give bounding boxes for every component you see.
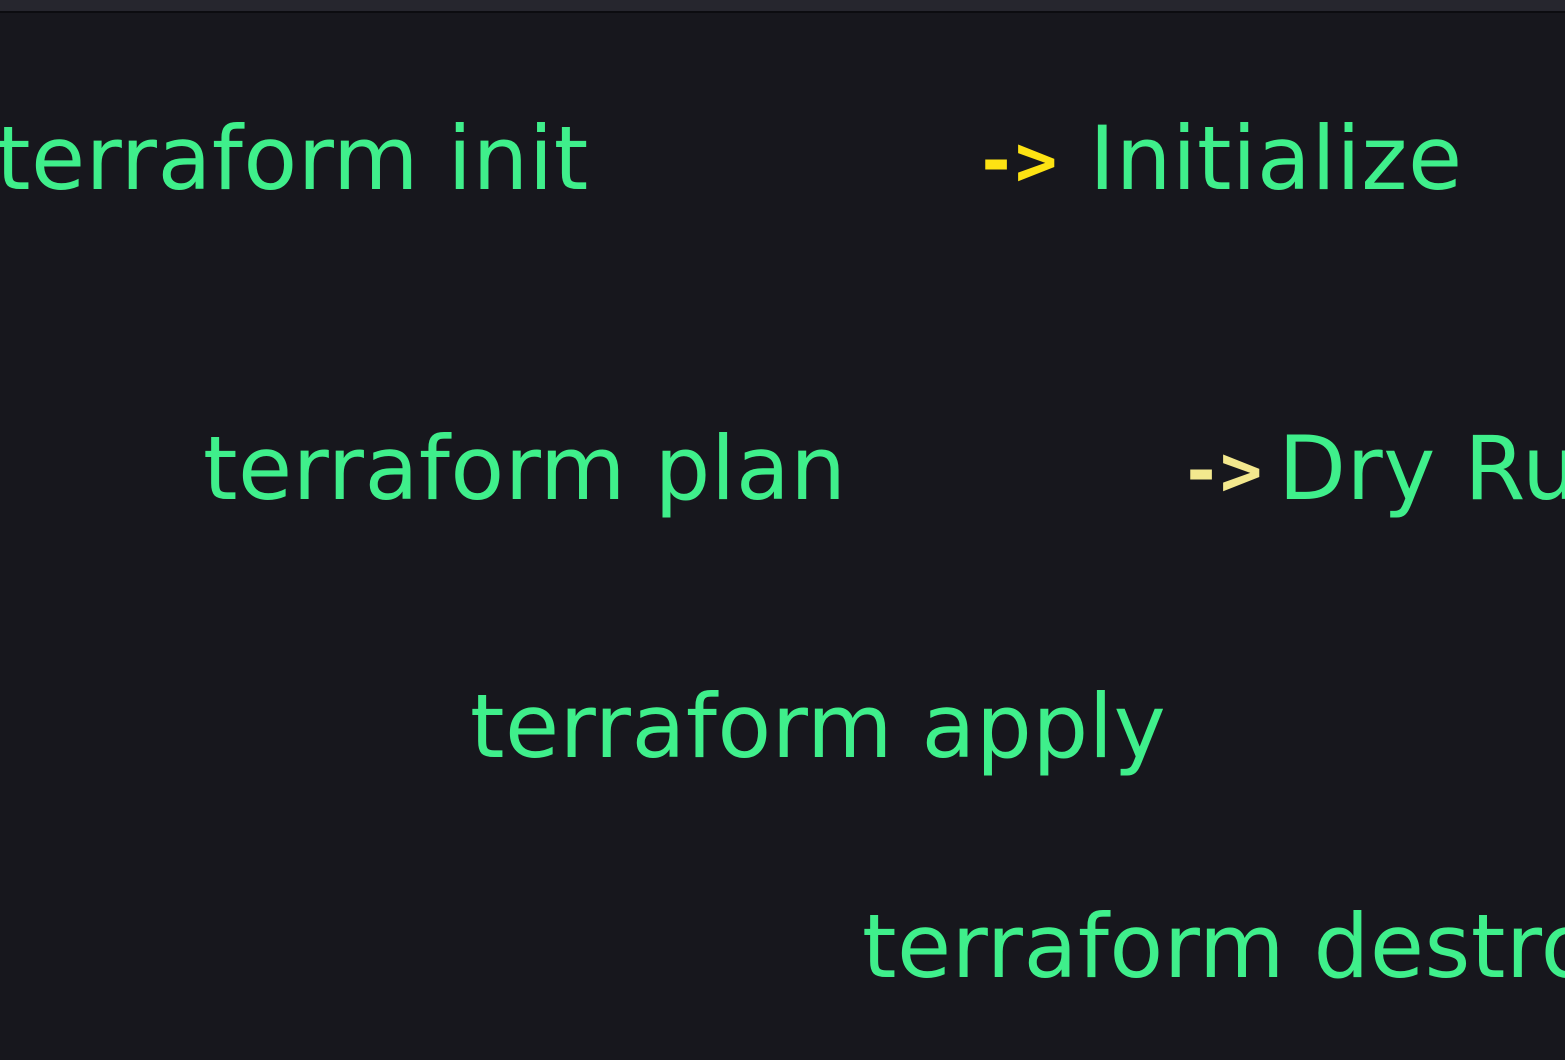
command-terraform-plan: terraform plan bbox=[203, 417, 847, 520]
annotation-initialize: -> Initialize bbox=[975, 107, 1463, 210]
command-terraform-apply: terraform apply bbox=[470, 675, 1167, 778]
window-title-bar bbox=[0, 0, 1565, 13]
arrow-icon: -> bbox=[975, 120, 1057, 202]
meaning-initialize: Initialize bbox=[1089, 107, 1463, 210]
annotation-dry-run: ->Dry Run bbox=[1180, 417, 1565, 520]
content-canvas: terraform init -> Initialize terraform pl… bbox=[0, 15, 1565, 1060]
meaning-dry-run: Dry Run bbox=[1278, 417, 1565, 520]
command-terraform-init: terraform init bbox=[0, 107, 589, 210]
command-terraform-destroy: terraform destroy bbox=[862, 895, 1565, 998]
arrow-icon: -> bbox=[1180, 430, 1262, 512]
